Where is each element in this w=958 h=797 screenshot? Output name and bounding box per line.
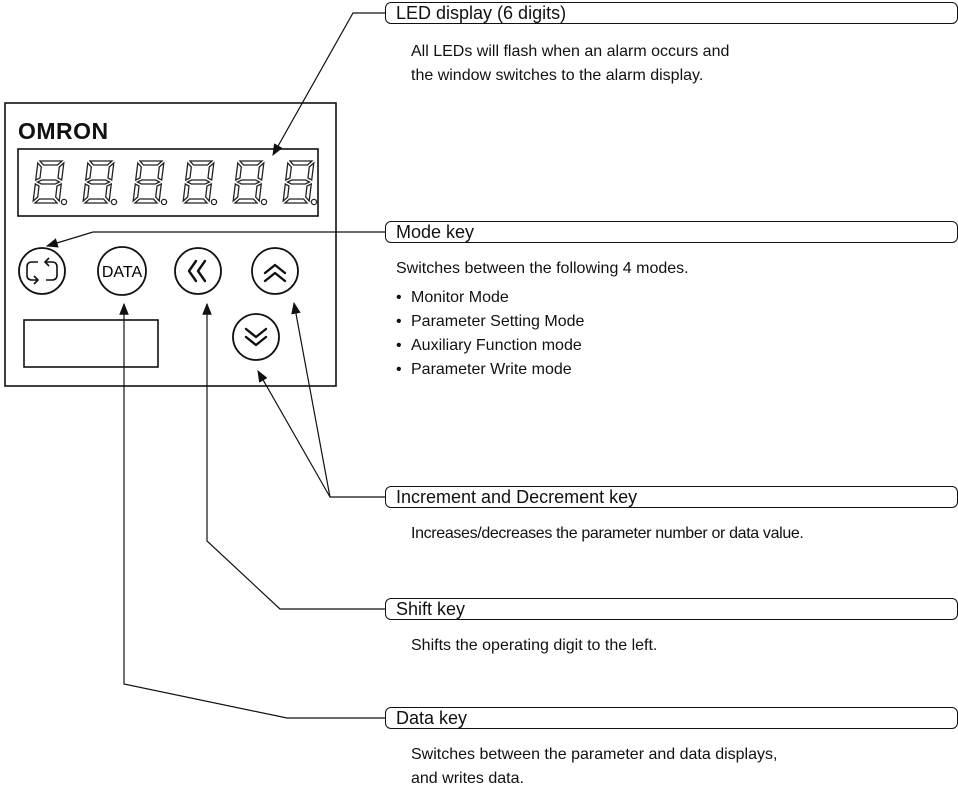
mode-list-item: Parameter Write mode — [396, 358, 584, 382]
led-segment — [33, 198, 59, 204]
led-segment — [34, 161, 42, 182]
led-segment — [132, 182, 140, 203]
mode-list-item: Monitor Mode — [396, 286, 584, 310]
shift-leader-line — [202, 302, 385, 610]
double-chevron-down-icon — [244, 327, 268, 347]
decrement-key[interactable] — [232, 313, 280, 361]
double-chevron-up-icon — [263, 263, 287, 283]
led-segment — [305, 182, 313, 203]
led-segment — [282, 182, 290, 203]
data-description-line-2: and writes data. — [411, 770, 524, 787]
data-key-label: DATA — [102, 264, 143, 281]
mode-arrows-icon — [26, 257, 58, 285]
blank-window — [23, 319, 159, 368]
led-decimal-point — [60, 198, 68, 206]
led-segment — [257, 161, 265, 182]
led-segment — [88, 160, 114, 166]
led-segment — [184, 161, 192, 182]
mode-key-callout: Mode key — [385, 221, 958, 243]
double-chevron-left-icon — [187, 259, 207, 283]
led-segment — [182, 182, 190, 203]
led-segment — [255, 182, 263, 203]
data-key-description: Switches between the parameter and data … — [411, 743, 777, 791]
led-segment — [82, 182, 90, 203]
led-segment — [107, 161, 115, 182]
led-segment — [283, 198, 309, 204]
led-segment — [57, 161, 65, 182]
led-segment — [238, 160, 264, 166]
led-segment — [86, 179, 111, 185]
led-segment — [133, 198, 159, 204]
led-segment — [183, 198, 209, 204]
data-description-line-1: Switches between the parameter and data … — [411, 746, 778, 763]
led-segment — [288, 160, 314, 166]
increment-decrement-key-callout: Increment and Decrement key — [385, 486, 958, 508]
led-leader-line — [272, 12, 385, 157]
led-segment — [36, 179, 61, 185]
incdec-leader-line-down — [257, 369, 331, 498]
mode-leader-line — [45, 231, 385, 248]
led-segment — [307, 161, 315, 182]
mode-list: Monitor Mode Parameter Setting Mode Auxi… — [396, 286, 584, 382]
led-decimal-point — [260, 198, 268, 206]
incdec-leader-line-up — [291, 301, 385, 498]
data-key[interactable]: DATA — [97, 246, 147, 296]
mode-list-item: Auxiliary Function mode — [396, 334, 584, 358]
led-segment — [84, 161, 92, 182]
increment-key[interactable] — [251, 247, 299, 295]
data-key-callout: Data key — [385, 707, 958, 729]
led-segment — [286, 179, 311, 185]
led-segment — [138, 160, 164, 166]
led-segment — [32, 182, 40, 203]
led-segment — [232, 182, 240, 203]
led-segment — [83, 198, 109, 204]
led-digits — [32, 160, 318, 206]
mode-list-item: Parameter Setting Mode — [396, 310, 584, 334]
led-segment — [207, 161, 215, 182]
data-leader-line — [119, 302, 385, 719]
led-segment — [236, 179, 261, 185]
mode-key-description: Switches between the following 4 modes. — [396, 260, 689, 277]
shift-key-callout: Shift key — [385, 598, 958, 620]
led-segment — [186, 179, 211, 185]
led-description-line-1: All LEDs will flash when an alarm occurs… — [411, 43, 730, 60]
led-segment — [105, 182, 113, 203]
led-segment — [55, 182, 63, 203]
mode-key[interactable] — [18, 247, 66, 295]
led-decimal-point — [160, 198, 168, 206]
shift-key-description: Shifts the operating digit to the left. — [411, 637, 658, 654]
led-display-description: All LEDs will flash when an alarm occurs… — [411, 40, 729, 88]
led-decimal-point — [110, 198, 118, 206]
led-decimal-point — [210, 198, 218, 206]
led-segment — [234, 161, 242, 182]
brand-logo: OMRON — [18, 118, 109, 144]
led-segment — [284, 161, 292, 182]
led-segment — [134, 161, 142, 182]
led-decimal-point — [310, 198, 318, 206]
led-display-window — [17, 148, 319, 217]
led-segment — [38, 160, 64, 166]
led-segment — [155, 182, 163, 203]
increment-decrement-description: Increases/decreases the parameter number… — [411, 525, 804, 542]
led-segment — [188, 160, 214, 166]
led-segment — [205, 182, 213, 203]
led-display-callout: LED display (6 digits) — [385, 2, 958, 24]
led-description-line-2: the window switches to the alarm display… — [411, 67, 704, 84]
led-segment — [136, 179, 161, 185]
panel-outline — [4, 102, 337, 387]
shift-key[interactable] — [174, 247, 222, 295]
led-segment — [233, 198, 259, 204]
led-segment — [157, 161, 165, 182]
